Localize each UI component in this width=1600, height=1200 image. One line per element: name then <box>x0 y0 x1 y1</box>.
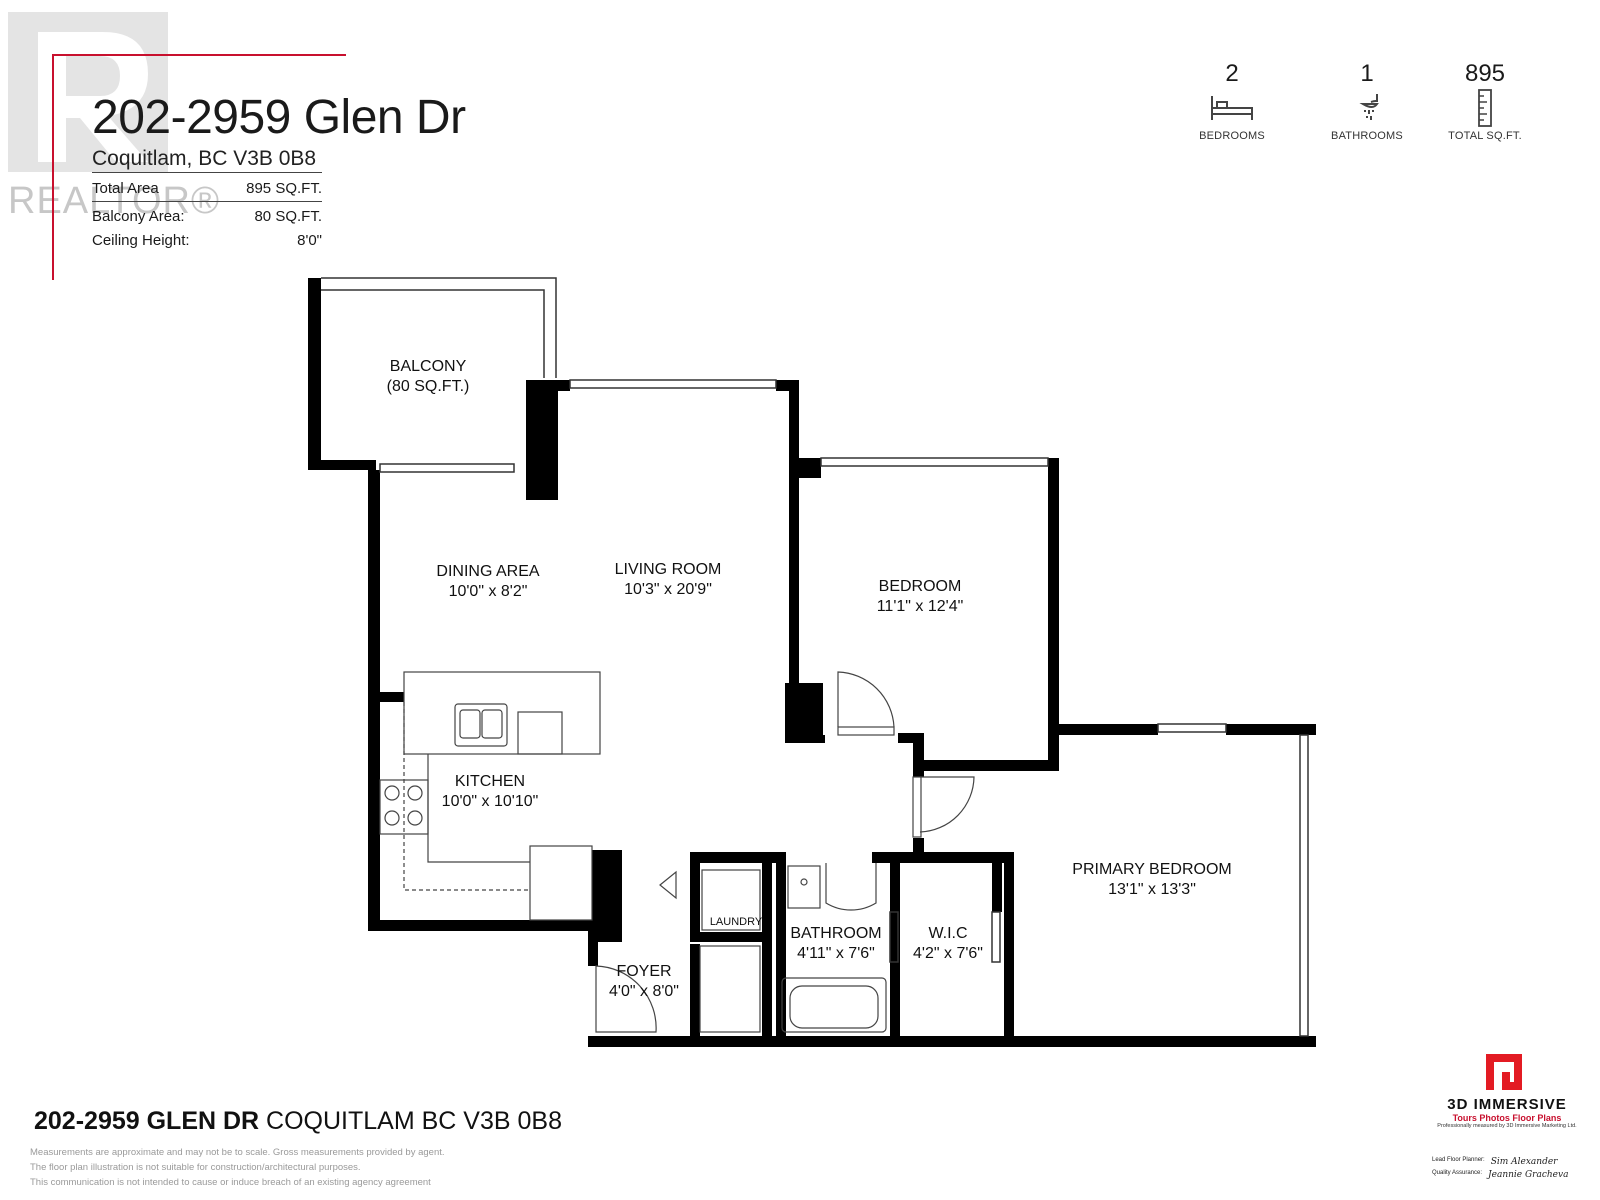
room-label-bathroom: BATHROOM <box>790 925 881 942</box>
wall-primary-top-right <box>1226 724 1316 735</box>
disclaimer-line: The floor plan illustration is not suita… <box>30 1162 361 1173</box>
wall-balcony-left <box>308 278 321 470</box>
spec-row-ceiling-height: Ceiling Height: 8'0" <box>92 232 322 249</box>
wall-left-bottom <box>368 920 594 931</box>
spec-row-balcony-area: Balcony Area: 80 SQ.FT. <box>92 208 322 225</box>
room-label-bedroom: BEDROOM <box>879 578 962 595</box>
wall-bedroom-bottom-right <box>898 733 916 743</box>
disclaimer-line: This communication is not intended to ca… <box>30 1177 431 1188</box>
wall-primary-left <box>1004 852 1014 1036</box>
wall-left-stub <box>368 692 404 702</box>
wall-laundry-left <box>690 852 700 942</box>
wall-bath-left <box>776 852 786 1036</box>
room-size-foyer: 4'0" x 8'0" <box>609 983 679 1000</box>
accent-line-vertical <box>52 54 54 280</box>
qa-signature: Jeannie Gracheva <box>1488 1170 1569 1180</box>
wall-wic-left <box>890 852 900 1036</box>
realtor-logo-icon <box>8 12 168 172</box>
3d-immersive-logo-icon <box>1486 1054 1522 1090</box>
wall-primary-bottom <box>588 1036 1316 1047</box>
room-label-wic: W.I.C <box>928 925 967 942</box>
spec-row-total-area: Total Area 895 SQ.FT. <box>92 180 322 197</box>
wall-wic-top <box>884 852 1014 863</box>
wall-bedroom-sill <box>913 760 1059 771</box>
wall-living-top-left <box>526 380 570 391</box>
room-size-primary: 13'1" x 13'3" <box>1108 881 1196 898</box>
wall-column-bedroom <box>785 683 823 743</box>
stat-bathrooms: 1 BATHROOMS <box>1302 60 1432 142</box>
planner-signature: Sim Alexander <box>1490 1157 1558 1167</box>
wall-foyer-left <box>588 920 598 966</box>
room-size-bedroom: 11'1" x 12'4" <box>877 598 964 615</box>
wall-primary-top-left <box>1048 724 1158 735</box>
room-size-bathroom: 4'11" x 7'6" <box>797 945 875 962</box>
room-label-kitchen: KITCHEN <box>455 773 525 790</box>
wall-hall-right-bottom <box>913 838 924 858</box>
wall-laundry-bottom <box>690 932 772 942</box>
wall-laundry-right <box>762 852 772 1036</box>
disclaimer-line: Measurements are approximate and may not… <box>30 1147 445 1158</box>
brand-block: 3D IMMERSIVE Tours Photos Floor Plans Pr… <box>1437 1096 1577 1129</box>
room-label-primary: PRIMARY BEDROOM <box>1072 861 1231 878</box>
room-label-foyer: FOYER <box>616 963 671 980</box>
stat-total-sqft: 895 TOTAL SQ.FT. <box>1420 60 1550 142</box>
spec-divider <box>92 172 322 173</box>
wall-living-column <box>526 380 558 500</box>
ruler-icon <box>1420 88 1550 128</box>
room-size-living: 10'3" x 20'9" <box>624 581 712 598</box>
wall-bath-top-left <box>690 852 786 863</box>
wall-living-top-right <box>776 380 798 391</box>
room-label-balcony: BALCONY <box>390 358 467 375</box>
wall-wic-right <box>992 852 1002 912</box>
stat-bedrooms: 2 BEDROOMS <box>1167 60 1297 142</box>
wall-balcony-bottom <box>308 460 376 470</box>
wall-hall-right-top <box>913 733 924 777</box>
spec-divider <box>92 201 322 202</box>
property-city: Coquitlam, BC V3B 0B8 <box>92 147 317 170</box>
room-label-living: LIVING ROOM <box>615 561 722 578</box>
room-size-dining: 10'0" x 8'2" <box>449 583 528 600</box>
room-size-wic: 4'2" x 7'6" <box>913 945 983 962</box>
property-address-title: 202-2959 Glen Dr <box>92 91 466 144</box>
accent-line-horizontal <box>52 54 346 56</box>
wall-bath-top-right <box>872 852 892 863</box>
room-size-kitchen: 10'0" x 10'10" <box>442 793 539 810</box>
room-label-dining: DINING AREA <box>436 563 539 580</box>
wall-living-right <box>789 380 799 724</box>
shower-icon <box>1302 88 1432 128</box>
quality-assurance-signature: Quality Assurance: Jeannie Gracheva <box>1432 1170 1569 1180</box>
wall-bedroom-right <box>1048 458 1059 771</box>
floor-planner-signature: Lead Floor Planner: Sim Alexander <box>1432 1157 1558 1167</box>
bed-icon <box>1167 88 1297 128</box>
room-size-balcony: (80 SQ.FT.) <box>387 378 470 395</box>
wall-bedroom-bottom <box>785 735 825 743</box>
footer-address: 202-2959 GLEN DR COQUITLAM BC V3B 0B8 <box>34 1107 562 1135</box>
room-label-laundry: LAUNDRY <box>710 916 763 928</box>
wall-bedroom-top <box>789 458 821 478</box>
wall-closet-left <box>690 944 700 1036</box>
